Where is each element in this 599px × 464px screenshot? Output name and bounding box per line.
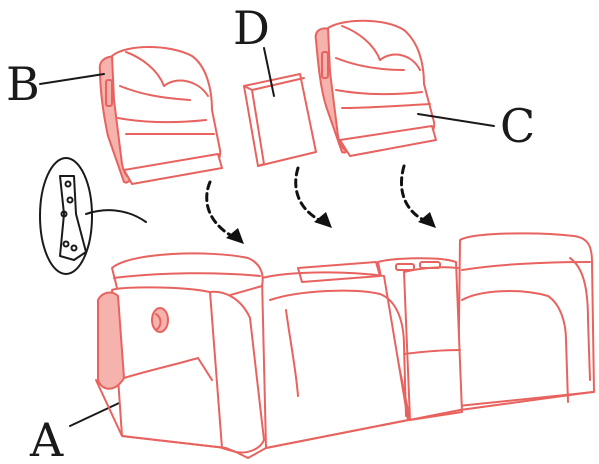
label-c-text: C [500, 99, 535, 153]
arrow-b-icon [207, 182, 244, 244]
panel-d [244, 74, 316, 166]
sofa-a [96, 233, 594, 458]
back-cushion-b [100, 47, 222, 184]
label-b: B [6, 57, 104, 111]
label-d-text: D [233, 1, 270, 55]
label-c: C [418, 99, 535, 153]
label-b-text: B [6, 57, 40, 111]
arrow-d-icon [296, 168, 332, 228]
arrow-c-icon [401, 166, 436, 228]
back-cushion-c [316, 21, 436, 156]
label-a-text: A [29, 413, 64, 464]
